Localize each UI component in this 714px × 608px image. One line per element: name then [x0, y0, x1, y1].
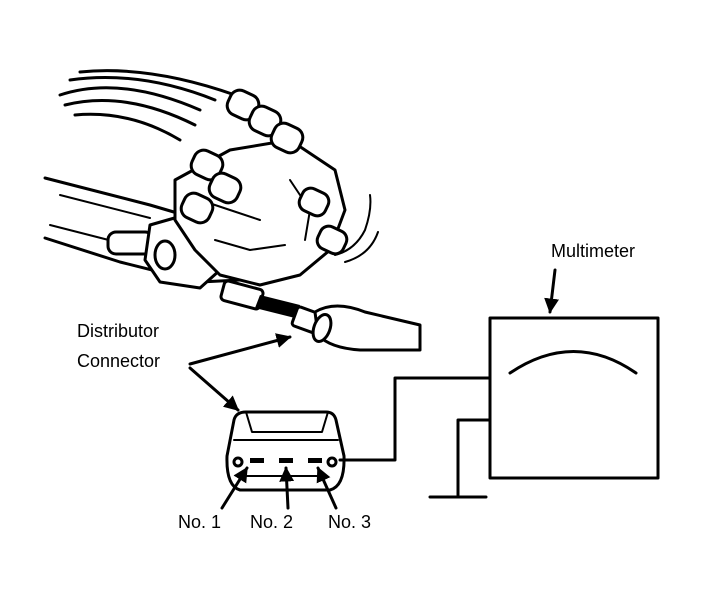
test-lead-ground [456, 418, 492, 497]
multimeter-label: Multimeter [551, 241, 635, 261]
pin-label-no1: No. 1 [178, 512, 221, 532]
distributor-illustration [43, 69, 422, 352]
pin-arrow-no3 [316, 466, 338, 510]
pointer-arrow-to-connector-face [188, 366, 240, 412]
test-lead-signal [338, 376, 492, 462]
pointer-arrow-to-mated-connector [188, 333, 292, 366]
distributor-connector-label-line1: Distributor [77, 321, 159, 341]
multimeter [488, 316, 660, 480]
pin-label-no3: No. 3 [328, 512, 371, 532]
pin-arrow-no2 [279, 466, 295, 510]
pin-label-no2: No. 2 [250, 512, 293, 532]
meter-scale-arc [508, 350, 638, 375]
pin-arrow-no1 [220, 466, 249, 510]
multimeter-pointer-arrow [544, 268, 560, 314]
distributor-connector-face [225, 410, 346, 492]
distributor-connector-label-line2: Connector [77, 351, 160, 371]
